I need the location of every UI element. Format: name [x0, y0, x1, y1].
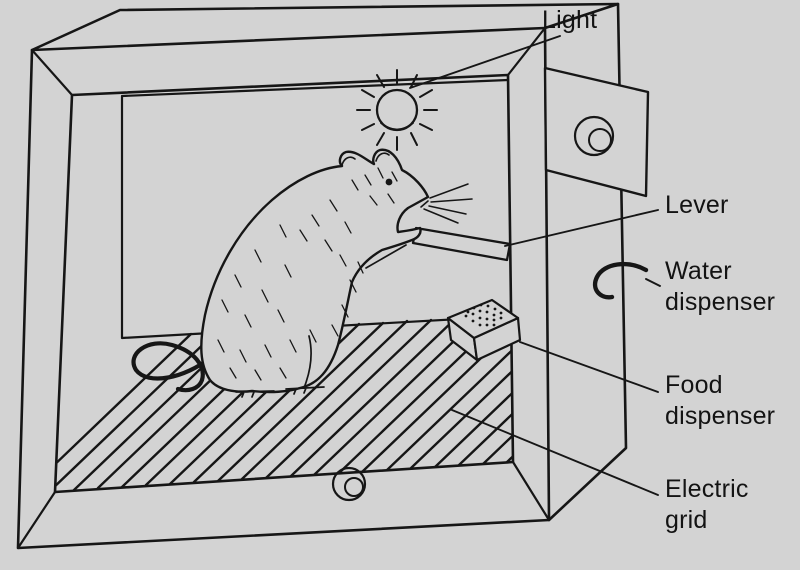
label-food-dispenser: Food dispenser: [665, 371, 776, 430]
leader-grid: [451, 409, 659, 496]
electric-grid-floor: [55, 303, 513, 492]
rat-whiskers: [423, 183, 473, 224]
rat-eye: [385, 178, 393, 186]
front-bottom-knob: [331, 466, 367, 502]
light-bulb-icon: [356, 69, 438, 151]
food-dispenser-tray: [446, 298, 522, 362]
label-electric-grid: Electric grid: [665, 475, 749, 534]
frame-bevels: [16, 26, 551, 550]
leader-lever: [504, 209, 659, 247]
side-panel-flap: [543, 66, 650, 198]
water-dispenser-spout: [592, 261, 649, 300]
label-light: Light: [542, 6, 598, 34]
leader-light: [409, 35, 561, 89]
leader-lines: [409, 35, 661, 496]
label-lever: Lever: [665, 191, 729, 219]
side-knob: [573, 115, 615, 157]
leader-food: [519, 341, 659, 393]
rat-tail: [131, 341, 213, 393]
leader-water: [645, 278, 661, 287]
box-top-face: [30, 2, 620, 52]
lever-shape: [411, 226, 512, 262]
food-pellets: [464, 303, 503, 327]
rat-body: [200, 148, 430, 394]
rat-illustration: [131, 148, 473, 398]
rat-fur: [217, 167, 398, 381]
label-water-dispenser: Water dispenser: [665, 257, 776, 316]
